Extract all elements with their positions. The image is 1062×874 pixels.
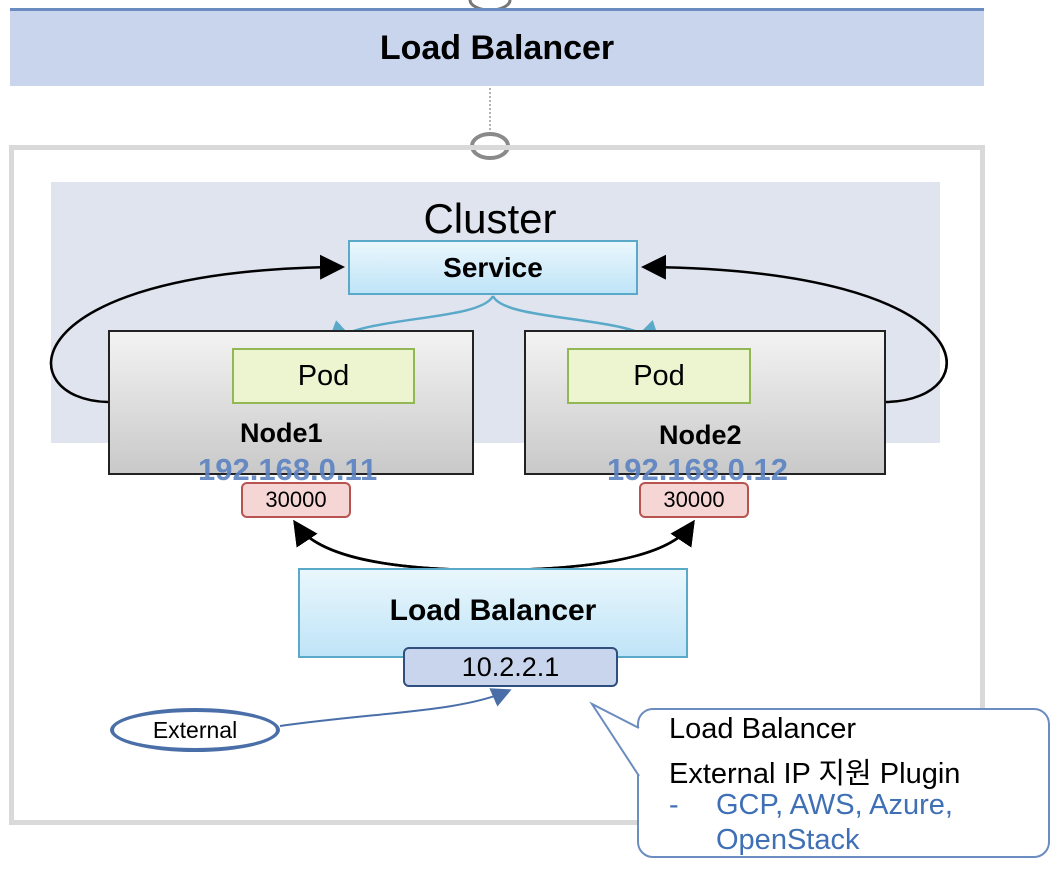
cluster-label: Cluster	[423, 195, 557, 242]
service-box: Service	[348, 240, 638, 295]
node1-ip: 192.168.0.11	[198, 452, 378, 487]
load-balancer-box: Load Balancer	[298, 568, 688, 658]
node2-port: 30000	[639, 482, 749, 518]
node1-loop-overlay	[50, 254, 345, 404]
callout-line3: GCP, AWS, Azure,	[716, 789, 953, 821]
load-balancer-ip: 10.2.2.1	[403, 647, 618, 687]
external-client: External	[110, 708, 280, 752]
external-to-lb-arrow	[279, 688, 512, 727]
callout-line4: OpenStack	[716, 824, 860, 856]
pod1-box: Pod	[232, 348, 415, 404]
pod2-box: Pod	[567, 348, 751, 404]
node2-name: Node2	[659, 420, 742, 450]
header-title: Load Balancer	[379, 29, 615, 67]
node2-loop-overlay	[641, 254, 948, 404]
pod1-label: Pod	[297, 359, 350, 392]
callout-line1: Load Balancer	[669, 713, 857, 745]
node1-port: 30000	[241, 482, 351, 518]
external-label: External	[152, 716, 238, 743]
callout-line2: External IP 지원 Plugin	[669, 758, 961, 790]
callout-bullet: -	[669, 789, 679, 821]
service-label: Service	[443, 251, 543, 283]
pod2-label: Pod	[633, 359, 685, 392]
load-balancer-label: Load Balancer	[389, 594, 597, 627]
callout-tail-stroke	[589, 701, 640, 777]
node1-port-label: 30000	[265, 487, 327, 512]
callout-box	[637, 708, 1050, 858]
header-bar: Load Balancer	[10, 8, 984, 86]
load-balancer-ip-label: 10.2.2.1	[461, 651, 560, 682]
cluster-frame	[9, 145, 985, 825]
node2-ip: 192.168.0.12	[607, 452, 789, 487]
node1-name: Node1	[240, 418, 323, 448]
node2-port-label: 30000	[663, 487, 725, 512]
